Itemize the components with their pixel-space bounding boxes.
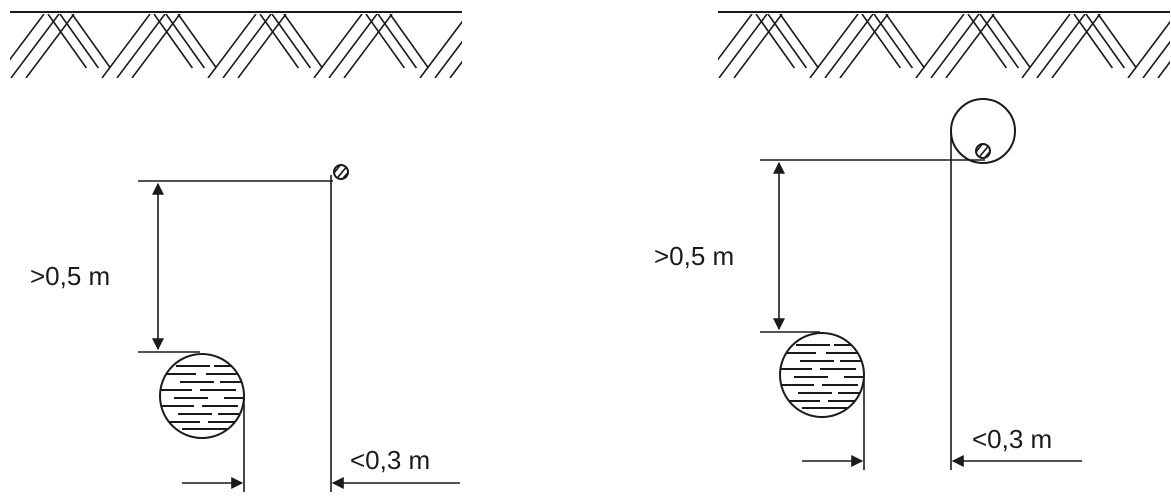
- right-ground-surface: [598, 11, 1170, 78]
- hatch-stroke: [237, 14, 287, 78]
- right-horizontal-dimension-label: <0,3 m: [972, 424, 1052, 454]
- left-panel: >0,5 m <0,3 m: [0, 11, 534, 492]
- hatch-stroke: [389, 14, 430, 69]
- hatch-stroke: [674, 14, 712, 68]
- hatch-stroke: [873, 14, 914, 69]
- hatch-stroke: [47, 14, 88, 69]
- hatch-stroke: [484, 14, 522, 68]
- hatch-stroke: [733, 14, 783, 78]
- hatch-stroke: [71, 14, 112, 69]
- hatch-stroke: [1142, 40, 1170, 78]
- hatch-stroke: [779, 14, 820, 69]
- hatch-stroke: [1021, 14, 1071, 78]
- hatch-stroke: [885, 14, 926, 69]
- hatch-stroke: [861, 14, 902, 69]
- left-ground-hatching: [0, 14, 534, 78]
- hatch-stroke: [824, 14, 874, 78]
- hatch-stroke: [967, 14, 1008, 69]
- right-vertical-dimension-label: >0,5 m: [654, 241, 734, 271]
- left-cable: [333, 164, 349, 180]
- hatch-stroke: [1036, 14, 1086, 78]
- left-ground-surface: [0, 11, 534, 78]
- hatch-stroke: [343, 14, 393, 78]
- right-water-pipe: [779, 332, 865, 418]
- hatch-stroke: [1051, 14, 1101, 78]
- hatch-stroke: [1073, 14, 1114, 69]
- hatch-stroke: [177, 14, 218, 69]
- hatch-stroke: [313, 14, 363, 78]
- right-cable: [975, 143, 991, 159]
- hatch-stroke: [930, 14, 980, 78]
- hatch-stroke: [131, 14, 181, 78]
- hatch-stroke: [650, 14, 688, 68]
- hatch-stroke: [434, 40, 462, 78]
- hatch-stroke: [662, 14, 700, 68]
- hatch-stroke: [628, 14, 676, 78]
- hatch-stroke: [979, 14, 1020, 69]
- hatch-stroke: [1157, 60, 1170, 78]
- hatch-stroke: [10, 14, 45, 61]
- hatch-stroke: [1127, 20, 1170, 78]
- hatch-stroke: [153, 14, 194, 69]
- hatch-stroke: [283, 14, 324, 69]
- hatch-stroke: [165, 14, 206, 69]
- hatch-stroke: [472, 14, 510, 68]
- hatch-stroke: [365, 14, 406, 69]
- hatch-stroke: [1085, 14, 1126, 69]
- hatch-stroke: [377, 14, 418, 69]
- hatch-stroke: [259, 14, 300, 69]
- hatch-stroke: [0, 14, 4, 68]
- hatch-stroke: [25, 14, 75, 78]
- hatch-stroke: [222, 14, 272, 78]
- hatch-stroke: [945, 14, 995, 78]
- hatch-stroke: [10, 14, 60, 78]
- hatch-stroke: [419, 20, 462, 78]
- right-panel: >0,5 m <0,3 m: [598, 11, 1170, 470]
- hatch-stroke: [328, 14, 378, 78]
- hatch-stroke: [718, 14, 753, 61]
- hatch-stroke: [271, 14, 312, 69]
- hatch-stroke: [613, 14, 661, 78]
- hatch-stroke: [755, 14, 796, 69]
- left-vertical-dimension-label: >0,5 m: [30, 261, 110, 291]
- hatch-stroke: [839, 14, 889, 78]
- hatch-stroke: [1097, 14, 1138, 69]
- hatch-stroke: [809, 14, 859, 78]
- right-ground-hatching: [598, 14, 1170, 78]
- hatch-stroke: [496, 14, 534, 68]
- hatch-stroke: [718, 14, 768, 78]
- hatch-stroke: [101, 14, 151, 78]
- hatch-stroke: [116, 14, 166, 78]
- hatch-stroke: [59, 14, 100, 69]
- hatch-stroke: [449, 60, 462, 78]
- hatch-stroke: [991, 14, 1032, 69]
- hatch-stroke: [915, 14, 965, 78]
- left-horizontal-dimension-label: <0,3 m: [350, 445, 430, 475]
- hatch-stroke: [207, 14, 257, 78]
- hatch-stroke: [598, 14, 646, 78]
- hatch-stroke: [767, 14, 808, 69]
